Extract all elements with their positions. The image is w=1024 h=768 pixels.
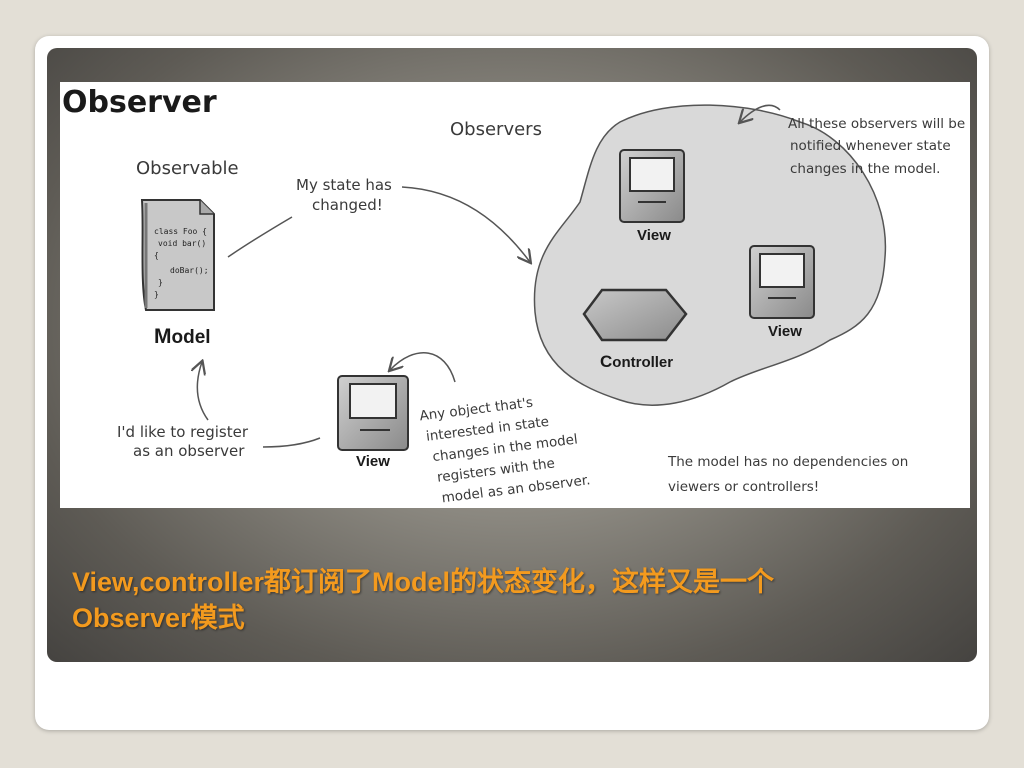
- notified-note-line-2: notified whenever state: [790, 138, 951, 154]
- register-note-line-1: I'd like to register: [117, 423, 249, 441]
- view-monitor-icon-top: [619, 149, 685, 223]
- no-dependencies-line-1: The model has no dependencies on: [667, 454, 908, 470]
- model-label: Model: [154, 325, 211, 348]
- controller-label-rest: ontroller: [612, 354, 673, 371]
- state-changed-line-2: changed!: [312, 196, 383, 214]
- view-label-top: View: [637, 227, 671, 244]
- model-code-line-2: void bar(): [158, 239, 206, 248]
- model-code-line-4: doBar();: [170, 266, 209, 275]
- observable-label: Observable: [136, 158, 239, 179]
- notified-arrow: [740, 104, 781, 122]
- model-code-line-3: {: [154, 251, 159, 260]
- controller-label-first: C: [600, 352, 612, 371]
- register-note-line: [262, 437, 321, 448]
- interested-note: Any object that's interested in state ch…: [419, 389, 592, 508]
- view-label-bottom: View: [356, 453, 390, 470]
- no-dependencies-note: The model has no dependencies on viewers…: [667, 454, 913, 495]
- state-changed-note: My state has changed!: [296, 176, 397, 214]
- observer-diagram: Observer Observable Observers My state h…: [60, 82, 970, 508]
- state-changed-arrow: [401, 186, 530, 262]
- register-note: I'd like to register as an observer: [117, 423, 253, 460]
- no-dependencies-line-2: viewers or controllers!: [668, 479, 819, 495]
- slide-caption: View,controller都订阅了Model的状态变化，这样又是一个 Obs…: [72, 564, 962, 636]
- view-monitor-icon-bottom: [337, 375, 409, 451]
- controller-hexagon-icon: [582, 288, 688, 342]
- view-register-arrow: [390, 352, 456, 383]
- register-note-line-2: as an observer: [133, 442, 245, 460]
- controller-label: Controller: [600, 352, 673, 371]
- notified-note-line-1: All these observers will be: [788, 116, 965, 132]
- model-code: class Foo { void bar() { doBar(); } }: [154, 227, 213, 299]
- diagram-canvas: Observer Observable Observers My state h…: [62, 85, 969, 508]
- diagram-title: Observer: [62, 85, 217, 120]
- register-arrow: [197, 362, 209, 421]
- view-monitor-icon-right: [749, 245, 815, 319]
- model-code-line-1: class Foo {: [154, 227, 207, 236]
- model-label-first: M: [154, 325, 172, 348]
- view-label-right: View: [768, 323, 802, 340]
- model-label-rest: odel: [172, 327, 211, 348]
- notified-note: All these observers will be notified whe…: [788, 116, 969, 177]
- model-code-line-6: }: [154, 290, 159, 299]
- model-to-note-line: [227, 216, 293, 258]
- caption-line-1: View,controller都订阅了Model的状态变化，这样又是一个: [72, 567, 775, 597]
- model-code-line-5: }: [158, 278, 163, 287]
- model-document-icon: [140, 199, 215, 311]
- notified-note-line-3: changes in the model.: [790, 161, 940, 177]
- caption-line-2: Observer模式: [72, 603, 245, 633]
- state-changed-line-1: My state has: [296, 176, 392, 194]
- observers-label: Observers: [450, 119, 542, 140]
